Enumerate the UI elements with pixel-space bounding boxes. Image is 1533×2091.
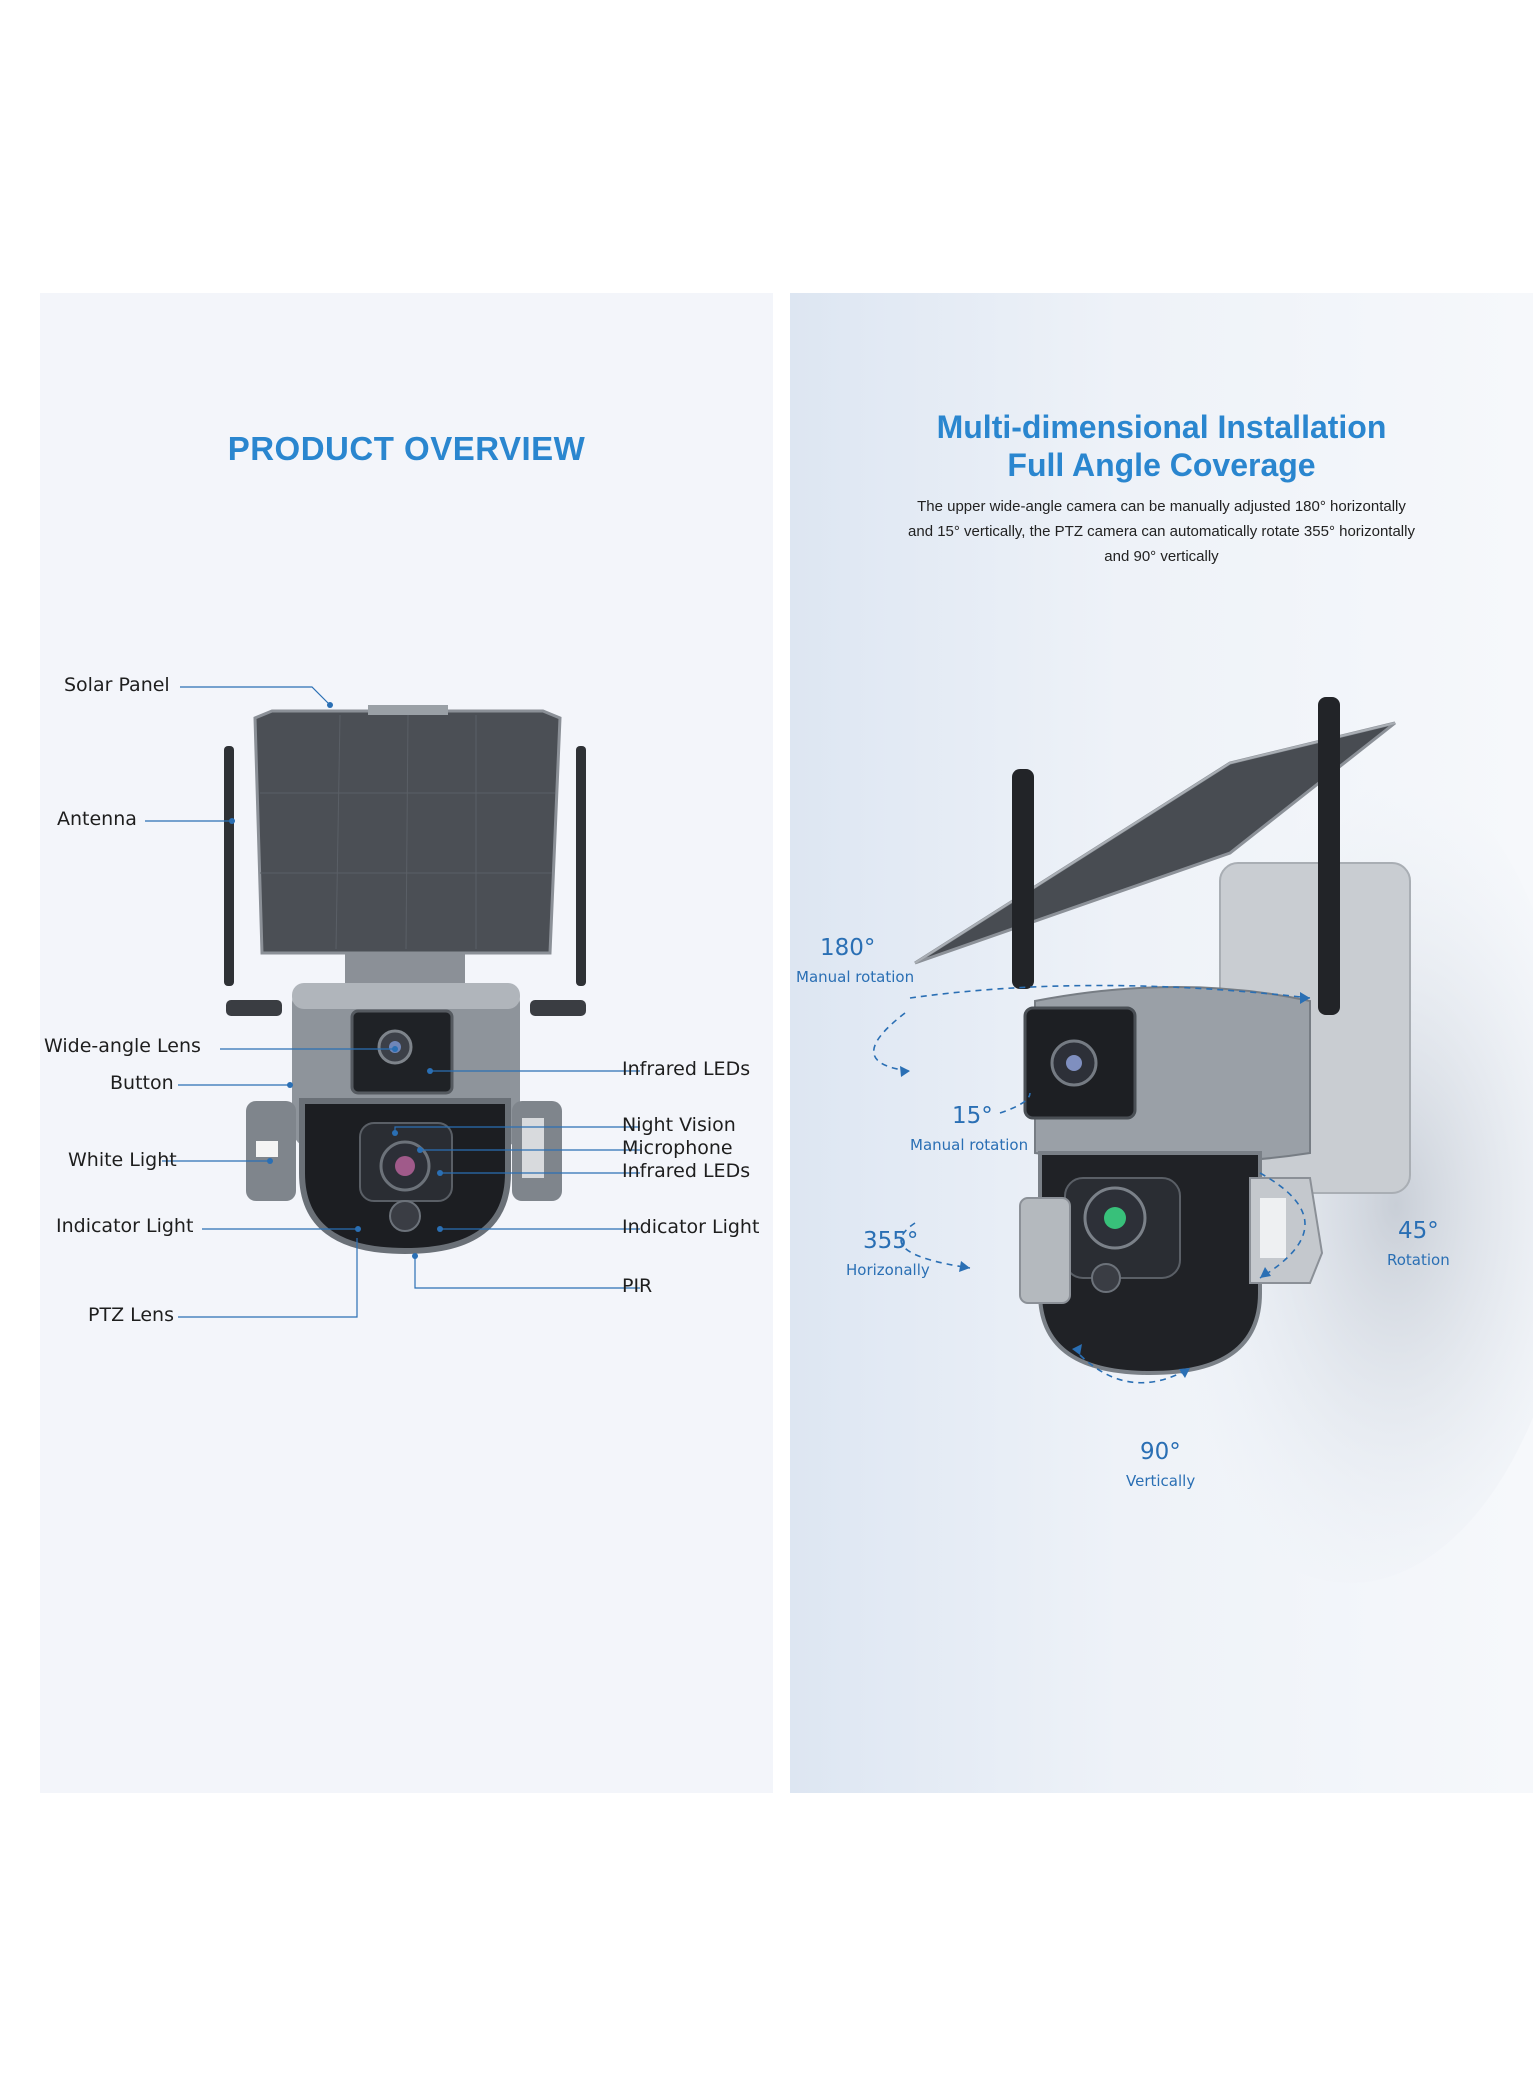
coverage-description-line3: and 90° vertically	[1104, 548, 1219, 565]
side-light-left	[1019, 1197, 1071, 1304]
arrow-15	[999, 1092, 1031, 1114]
callout-infrared-leds-top: Infrared LEDs	[622, 1058, 751, 1080]
angle-15-label: Manual rotation	[910, 1136, 1029, 1154]
arrow-355	[900, 1222, 971, 1269]
camera-angle-illustration	[872, 697, 1533, 1583]
coverage-description-line2: and 15° vertically, the PTZ camera can a…	[908, 523, 1415, 540]
angle-45-label: Rotation	[1387, 1251, 1450, 1269]
panel-mount	[345, 953, 465, 983]
arrow-180	[909, 984, 1311, 999]
arrow-90	[1079, 1354, 1191, 1384]
coverage-description-line1: The upper wide-angle camera can be manua…	[917, 498, 1406, 515]
callout-ptz-lens: PTZ Lens	[88, 1304, 175, 1326]
callout-microphone: Microphone	[622, 1137, 733, 1159]
arrow-180-loop	[872, 1012, 911, 1072]
callout-wide-angle-lens: Wide-angle Lens	[44, 1035, 201, 1057]
callout-antenna: Antenna	[57, 808, 137, 830]
antenna-right	[576, 746, 586, 986]
pir-shape	[389, 1200, 421, 1232]
angle-90-value: 90°	[1140, 1439, 1181, 1465]
product-overview-title: PRODUCT OVERVIEW	[227, 430, 586, 467]
angle-45-value: 45°	[1398, 1218, 1439, 1244]
angle-180-value: 180°	[820, 935, 876, 961]
callout-pir: PIR	[622, 1275, 653, 1297]
callout-indicator-light-left: Indicator Light	[56, 1215, 194, 1237]
angle-355-label: Horizonally	[846, 1261, 930, 1279]
callout-white-light: White Light	[68, 1149, 177, 1171]
angle-180-label: Manual rotation	[796, 968, 915, 986]
angle-15-value: 15°	[952, 1103, 993, 1129]
callout-infrared-leds-bottom: Infrared LEDs	[622, 1160, 751, 1182]
solar-panel-tab	[368, 705, 448, 715]
antenna-back	[1012, 769, 1034, 989]
callout-indicator-light-right: Indicator Light	[622, 1216, 760, 1238]
callout-night-vision: Night Vision	[622, 1114, 736, 1136]
angle-355-value: 355°	[863, 1228, 919, 1254]
installation-coverage-panel: Multi-dimensional Installation Full Angl…	[790, 293, 1533, 1793]
coverage-title-line1: Multi-dimensional Installation	[936, 409, 1387, 445]
product-overview-panel: PRODUCT OVERVIEW	[40, 293, 773, 1793]
callout-solar-panel: Solar Panel	[64, 674, 170, 696]
callout-button: Button	[110, 1072, 174, 1094]
arrow-45	[1259, 1172, 1306, 1279]
antenna-front	[1318, 697, 1340, 1015]
camera-front-illustration	[145, 686, 640, 1318]
antenna-left	[224, 746, 234, 986]
coverage-title-line2: Full Angle Coverage	[1007, 447, 1316, 483]
angle-90-label: Vertically	[1126, 1472, 1196, 1490]
